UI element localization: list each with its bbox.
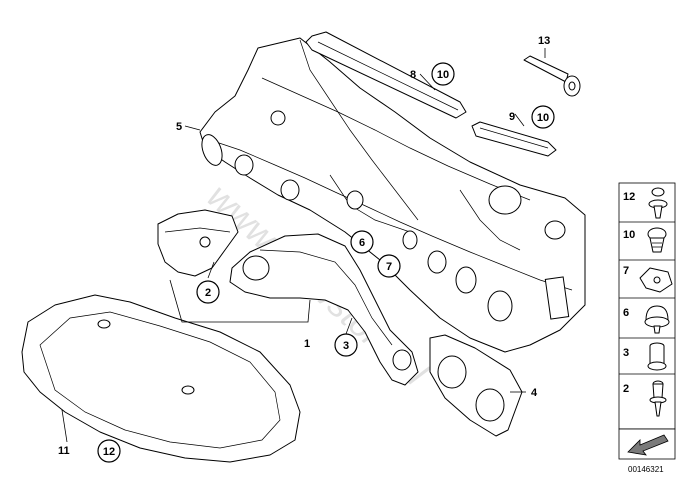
callout-2: 2 — [196, 280, 220, 304]
insulation-1-part — [229, 233, 419, 386]
callout-label: 3 — [343, 340, 349, 352]
bracket-9-part — [471, 121, 557, 157]
callout-label: 11 — [58, 445, 70, 457]
callout-10-a: 10 — [431, 62, 455, 86]
callout-label: 7 — [386, 261, 392, 273]
callout-label: 1 — [304, 338, 310, 350]
callout-label: 2 — [205, 287, 211, 299]
legend-row-7: 7 — [623, 265, 673, 293]
legend-label: 3 — [623, 347, 629, 359]
callout-3: 3 — [334, 333, 358, 357]
legend-label: 6 — [623, 307, 629, 319]
legend-label: 12 — [623, 191, 635, 203]
callout-label: 6 — [359, 237, 365, 249]
legend-row-12: 12 — [623, 187, 668, 219]
legend-row-2: 2 — [623, 380, 667, 417]
callout-8: 8 — [410, 69, 416, 81]
legend-label: 2 — [623, 383, 629, 395]
fastener-legend: 12 10 7 6 — [618, 182, 676, 430]
callout-9: 9 — [509, 111, 515, 123]
insulation-side-part — [157, 209, 239, 277]
plastic-rivet-icon — [649, 380, 667, 417]
legend-row-3: 3 — [623, 342, 667, 371]
callout-label: 4 — [531, 387, 538, 399]
callout-label: 9 — [509, 111, 515, 123]
callout-10-b: 10 — [531, 105, 555, 129]
callout-label: 10 — [437, 69, 449, 81]
tape-roll-13-part — [523, 55, 581, 97]
cap-nut-icon — [644, 305, 670, 334]
document-number: 00146321 — [628, 465, 664, 474]
expanding-rivet-icon — [647, 227, 667, 253]
callout-13: 13 — [538, 35, 550, 47]
legend-row-6: 6 — [623, 305, 670, 334]
callout-5: 5 — [176, 121, 182, 133]
insulation-11-part — [21, 294, 301, 463]
callout-label: 10 — [537, 112, 549, 124]
legend-label: 7 — [623, 265, 629, 277]
callout-11: 11 — [58, 445, 70, 457]
cover-strip-8-part — [305, 31, 467, 119]
grommet-icon — [647, 342, 667, 371]
insulation-4-part — [429, 334, 523, 437]
push-rivet-icon — [648, 187, 668, 219]
callout-label: 8 — [410, 69, 416, 81]
callout-1: 1 — [304, 338, 310, 350]
callout-6: 6 — [350, 230, 374, 254]
leader-lines — [61, 48, 546, 443]
direction-arrow-icon — [618, 428, 676, 460]
callout-12: 12 — [97, 439, 121, 463]
firewall-bulkhead-part — [199, 37, 586, 353]
callout-label: 5 — [176, 121, 182, 133]
callout-7: 7 — [377, 254, 401, 278]
legend-row-10: 10 — [623, 227, 667, 253]
callout-4: 4 — [531, 387, 538, 399]
clip-icon — [639, 267, 673, 293]
legend-label: 10 — [623, 229, 635, 241]
callout-label: 12 — [103, 446, 115, 458]
callout-label: 13 — [538, 35, 550, 47]
